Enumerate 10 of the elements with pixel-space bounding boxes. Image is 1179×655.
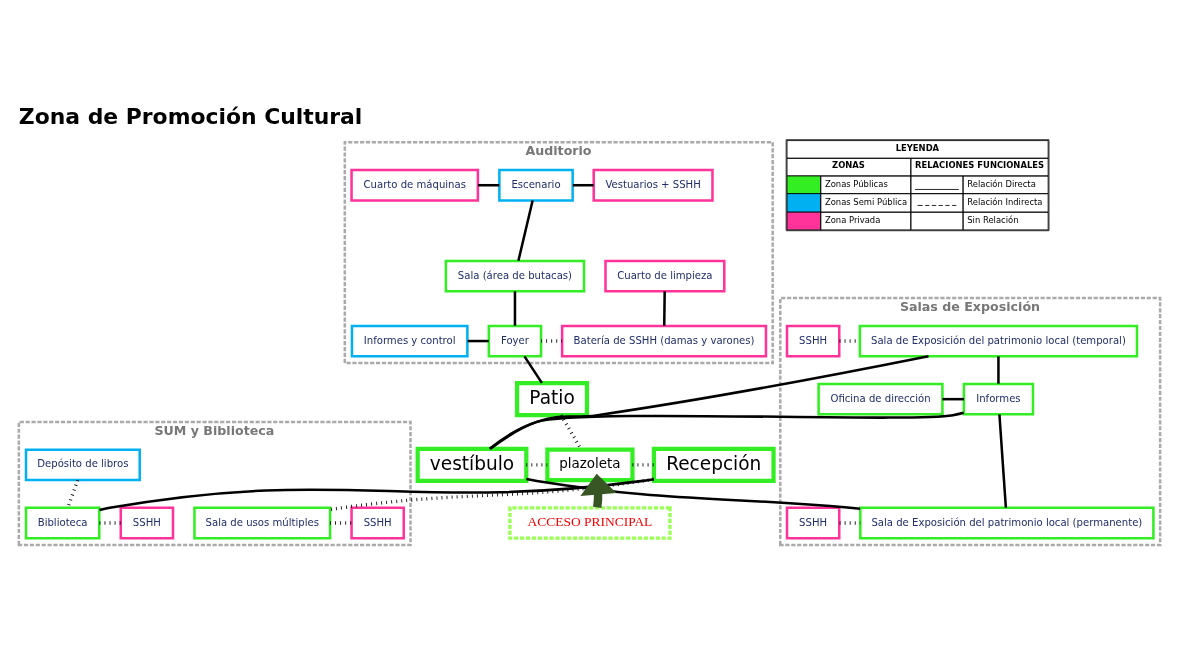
legend-label: Zonas Semi Pública <box>824 196 908 207</box>
legend-label: Sin Relación <box>967 214 1019 225</box>
label: LEYENDA <box>895 142 940 153</box>
label: RELACIONES FUNCIONALES <box>915 159 1045 170</box>
diagram-title: Zona de Promoción Cultural <box>18 103 363 129</box>
legend-label: Relación Directa <box>967 178 1036 189</box>
label: ZONAS <box>832 159 865 170</box>
legend-label: Zona Privada <box>824 214 881 225</box>
legend-label: Zonas Públicas <box>824 178 888 189</box>
legend-label: Relación Indirecta <box>967 196 1043 207</box>
